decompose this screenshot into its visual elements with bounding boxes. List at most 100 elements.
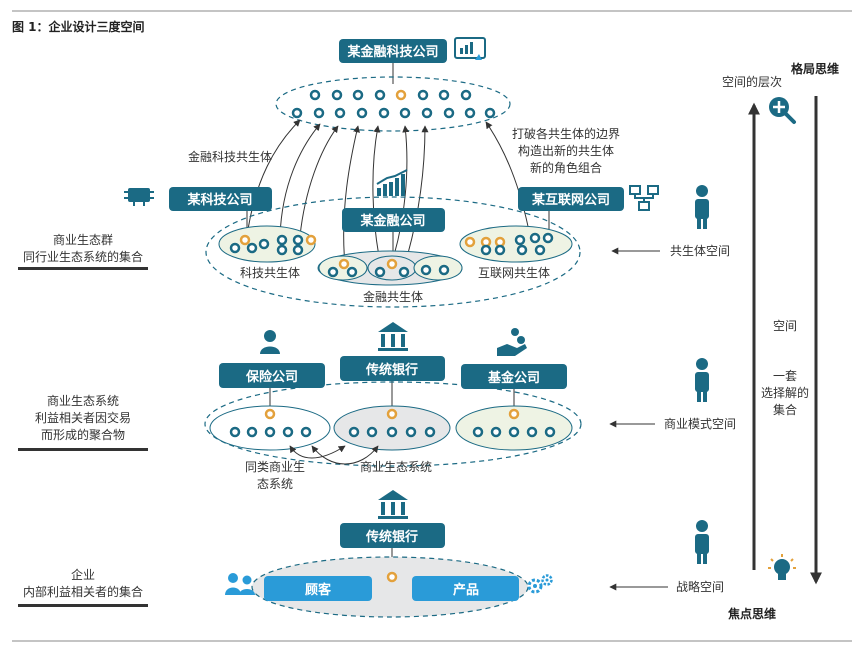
node: [398, 266, 410, 278]
eco-arrow: [311, 445, 379, 465]
set-label-1: 一套: [773, 369, 797, 383]
node: [472, 426, 484, 438]
tech-company-label: 某科技公司: [186, 192, 252, 208]
traditional-bank-label-bottom: 传统银行: [365, 529, 418, 545]
node: [313, 107, 325, 119]
node: [386, 426, 398, 438]
node: [374, 89, 386, 101]
chip-icon: [124, 188, 154, 206]
insurance-company-label: 保险公司: [245, 369, 298, 385]
bank-icon: [378, 322, 408, 351]
accent-node: [386, 258, 398, 270]
business-dots: [229, 408, 556, 438]
strategy-space-label: 战略空间: [676, 579, 724, 594]
traditional-bank-label-mid: 传统银行: [365, 362, 418, 378]
node: [300, 426, 312, 438]
node: [282, 426, 294, 438]
symbiont-space-label: 共生体空间: [670, 244, 730, 258]
internet-symbiont-ellipse: [459, 225, 573, 263]
node: [399, 107, 411, 119]
node: [542, 232, 554, 244]
person-icon: [260, 330, 280, 354]
accent-node: [395, 89, 407, 101]
fintech-symbiont-note: 金融科技共生体: [188, 149, 272, 164]
customer-box: [264, 576, 372, 601]
arrow-fin-4: [404, 125, 429, 265]
node: [366, 426, 378, 438]
arrow-tech-3: [299, 125, 339, 237]
node: [356, 107, 368, 119]
arrow-fin-2: [372, 125, 381, 263]
person-icon-business: [695, 358, 709, 402]
left-eco-label-3: 而形成的聚合物: [41, 427, 125, 442]
business-space-label: 商业模式空间: [664, 416, 736, 431]
business-ecosystem-label: 商业生态系统: [360, 459, 432, 474]
node: [460, 89, 472, 101]
business-ecosystem-ellipse: [204, 381, 582, 467]
tech-symbiont-label: 科技共生体: [240, 266, 300, 280]
person-icon-strategy: [695, 520, 709, 564]
money-hand-icon: [497, 328, 527, 356]
same-type-label-2: 态系统: [257, 477, 293, 491]
fintech-dots: [291, 89, 496, 119]
left-group-label-2: 同行业生态系统的集合: [23, 249, 143, 264]
node: [508, 426, 520, 438]
symbiont-group-ellipse: [205, 196, 581, 308]
break-boundary-note-1: 打破各共生体的边界: [512, 126, 620, 141]
fund-company-box: [461, 364, 567, 389]
left-group-bar: [18, 267, 148, 270]
space-label: 空间: [773, 319, 797, 333]
left-eco-label-2: 利益相关者因交易: [35, 410, 131, 425]
accent-node: [464, 236, 476, 248]
break-boundary-note-3: 新的角色组合: [530, 160, 602, 175]
fintech-symbiont-ellipse: [275, 76, 511, 132]
accent-node: [338, 258, 350, 270]
node: [348, 426, 360, 438]
finance-company-label: 某金融公司: [359, 213, 425, 229]
node: [424, 426, 436, 438]
arrow-tech-1: [246, 119, 301, 237]
node: [417, 89, 429, 101]
arrow-fin-1: [343, 125, 360, 266]
node: [438, 264, 450, 276]
set-label-3: 集合: [773, 402, 797, 417]
node: [514, 234, 526, 246]
customer-label: 顾客: [305, 582, 332, 598]
enterprise-core-dot: [386, 571, 398, 583]
pattern-thinking-label: 格局思维: [791, 61, 839, 76]
node: [438, 89, 450, 101]
node: [490, 426, 502, 438]
node: [276, 244, 288, 256]
node: [420, 264, 432, 276]
node: [480, 244, 492, 256]
space-level-label: 空间的层次: [722, 74, 782, 89]
node: [526, 426, 538, 438]
left-eco-bar: [18, 448, 148, 451]
arrow-tech-2: [279, 123, 321, 237]
node: [229, 426, 241, 438]
node: [327, 266, 339, 278]
node: [374, 266, 386, 278]
node: [484, 107, 496, 119]
node: [443, 107, 455, 119]
node: [529, 232, 541, 244]
person-icon-symbiont: [695, 185, 709, 229]
left-ent-label-1: 企业: [71, 567, 95, 582]
node: [378, 107, 390, 119]
node: [534, 244, 546, 256]
left-ent-label-2: 内部利益相关者的集合: [23, 584, 143, 599]
arrow-net-1: [485, 121, 531, 237]
node: [292, 234, 304, 246]
bar-chart-icon: [376, 169, 408, 196]
chart-screen-icon: [454, 37, 486, 60]
node: [464, 107, 476, 119]
fund-company-label: 基金公司: [487, 370, 540, 386]
users-icon: [225, 573, 255, 595]
accent-node: [386, 408, 398, 420]
node: [544, 426, 556, 438]
symbiont-dots: [229, 232, 554, 278]
internet-symbiont-label: 互联网共生体: [478, 266, 550, 280]
finance-company-box: [342, 208, 445, 232]
accent-node: [508, 408, 520, 420]
